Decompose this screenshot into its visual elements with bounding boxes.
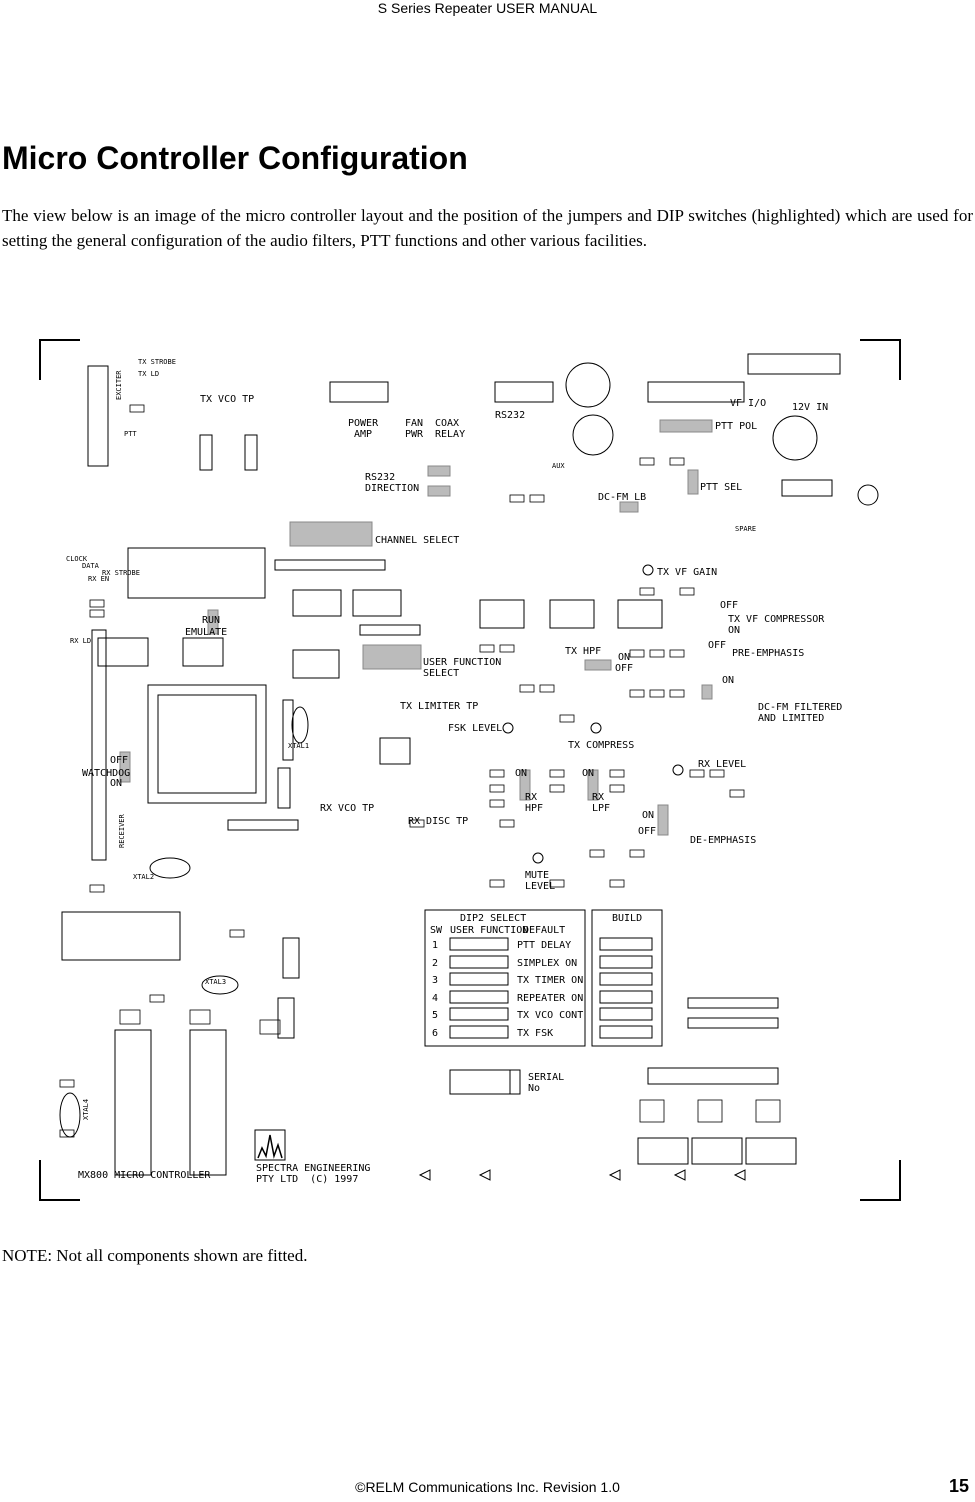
label-exciter: EXCITER [115,370,123,400]
label-spare: SPARE [735,525,757,533]
label-user-function-select: USER FUNCTION SELECT [423,657,502,679]
dip2-function-5: TX VCO CONT [517,1010,584,1021]
label-preemph-on: ON [722,675,735,686]
label-rx-en: RX EN [88,575,110,583]
label-mx800: MX800 MICRO CONTROLLER [78,1170,211,1181]
label-deemph-on: ON [642,810,655,821]
label-channel-select: CHANNEL SELECT [375,535,460,546]
dip2-function-col: USER FUNCTION [450,925,529,936]
label-dc-fm-lb: DC-FM LB [598,492,647,503]
dip2-sw-col: SW [430,925,443,936]
intro-paragraph: The view below is an image of the micro … [2,206,973,250]
page-number: 15 [948,1476,969,1496]
label-tx-compress: TX COMPRESS [568,740,635,751]
label-rx-hpf: RX HPF [525,792,544,814]
label-watchdog-on: ON [110,778,123,789]
label-xtal2: XTAL2 [133,873,155,881]
note: NOTE: Not all components shown are fitte… [2,1246,308,1265]
build-header: BUILD [612,913,643,924]
dip2-default-col: DEFAULT [523,925,566,936]
label-tx-ld: TX LD [138,370,160,378]
label-tx-vf-compressor: TX VF COMPRESSOR [728,614,825,625]
label-rx-strobe: RX STROBE [102,569,140,577]
label-rs232: RS232 [495,410,526,421]
label-xtal3: XTAL3 [205,978,227,986]
label-tx-strobe: TX STROBE [138,358,176,366]
label-tx-hpf-off: OFF [615,663,634,674]
dip2-sw-3: 3 [432,975,439,986]
label-rs232-direction: RS232 DIRECTION [365,472,420,494]
dip2-function-1: PTT DELAY [517,940,572,951]
label-rx-disc-tp: RX DISC TP [408,816,469,827]
label-rx-lpf-on: ON [582,768,595,779]
label-xtal1: XTAL1 [288,742,310,750]
footer-copyright: ©RELM Communications Inc. Revision 1.0 [355,1479,620,1495]
manual-header: S Series Repeater USER MANUAL [377,0,598,16]
label-coax-relay: COAX RELAY [435,418,466,440]
label-emulate: EMULATE [185,627,228,638]
pcb-layout-diagram: TX STROBE TX LD TX VCO TP EXCITER PTT PO… [30,330,910,1210]
label-ptt: PTT [124,430,137,438]
label-rx-level: RX LEVEL [698,759,747,770]
label-rx-ld: RX LD [70,637,92,645]
label-tx-vf-gain: TX VF GAIN [657,567,718,578]
label-rx-lpf: RX LPF [592,792,611,814]
label-compressor-on: ON [728,625,741,636]
dip2-function-4: REPEATER ON [517,993,584,1004]
label-run: RUN [202,615,221,626]
label-dc-fm-filtered: DC-FM FILTERED AND LIMITED [758,702,843,724]
label-tx-limiter-tp: TX LIMITER TP [400,701,479,712]
label-tx-hpf: TX HPF [565,646,602,657]
label-compressor-off: OFF [720,600,739,611]
label-pre-emphasis: PRE-EMPHASIS [732,648,805,659]
dip2-sw-6: 6 [432,1028,439,1039]
label-ptt-pol: PTT POL [715,421,758,432]
label-aux: AUX [552,462,565,470]
label-vf-io: VF I/O [730,398,767,409]
label-12v-in: 12V IN [792,402,829,413]
dip2-sw-1: 1 [432,940,439,951]
label-deemph-off: OFF [638,826,657,837]
label-ptt-sel: PTT SEL [700,482,743,493]
dip2-sw-2: 2 [432,958,439,969]
label-serial-no: SERIAL No [528,1072,565,1094]
label-mute-level: MUTE LEVEL [525,870,556,892]
label-preemph-off: OFF [708,640,727,651]
dip2-header: DIP2 SELECT [460,913,527,924]
label-tx-hpf-on: ON [618,652,631,663]
label-watchdog-off: OFF [110,755,129,766]
label-xtal4: XTAL4 [82,1098,90,1120]
dip2-sw-5: 5 [432,1010,439,1021]
label-watchdog: WATCHDOG [82,768,131,779]
dip2-function-3: TX TIMER ON [517,975,584,986]
label-fan-pwr: FAN PWR [405,418,424,440]
label-receiver: RECEIVER [118,814,126,848]
label-power-amp: POWER AMP [348,418,379,440]
label-rx-vco-tp: RX VCO TP [320,803,375,814]
dip2-sw-4: 4 [432,993,439,1004]
label-spectra: SPECTRA ENGINEERING PTY LTD (C) 1997 [256,1163,371,1185]
label-fsk-level: FSK LEVEL [448,723,503,734]
label-de-emphasis: DE-EMPHASIS [690,835,757,846]
section-title: Micro Controller Configuration [2,140,468,176]
label-data: DATA [82,562,99,570]
label-tx-vco-tp: TX VCO TP [200,394,255,405]
label-clock: CLOCK [66,555,88,563]
label-rx-hpf-on: ON [515,768,528,779]
dip2-function-2: SIMPLEX ON [517,958,578,969]
dip2-function-6: TX FSK [517,1028,554,1039]
pcb-drawing [39,339,901,1201]
